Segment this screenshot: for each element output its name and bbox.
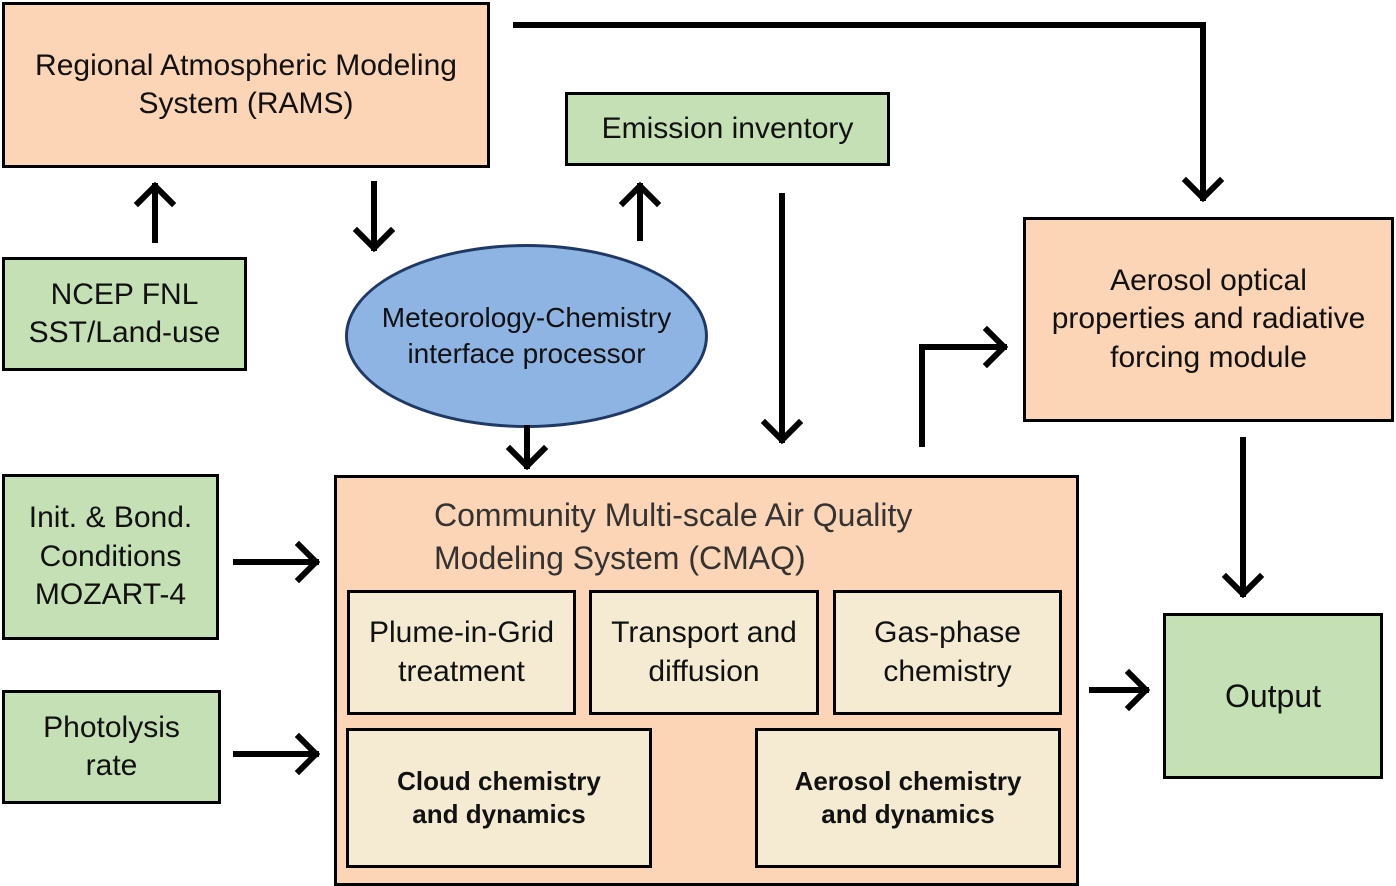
photolysis-label: Photolysis rate	[43, 710, 180, 782]
arrow-aerosol-optical-to-output	[1221, 437, 1265, 599]
arrow-cmaq-to-output	[1089, 668, 1151, 712]
cmaq-title: Community Multi-scale Air Quality Modeli…	[434, 497, 913, 577]
rams-label: Regional Atmospheric Modeling System (RA…	[35, 48, 457, 120]
plume-in-grid-box: Plume-in-Grid treatment	[347, 590, 576, 715]
aerosol-chemistry-box: Aerosol chemistry and dynamics	[755, 728, 1061, 868]
emission-inventory-box: Emission inventory	[565, 92, 890, 166]
rams-box: Regional Atmospheric Modeling System (RA…	[2, 2, 490, 168]
init-bond-box: Init. & Bond. Conditions MOZART-4	[2, 474, 219, 640]
ncep-label: NCEP FNL SST/Land-use	[28, 277, 221, 349]
plume-in-grid-label: Plume-in-Grid treatment	[368, 616, 555, 688]
gas-phase-box: Gas-phase chemistry	[833, 590, 1062, 715]
arrow-emission-to-cmaq	[760, 193, 804, 445]
output-box: Output	[1163, 613, 1383, 779]
ncep-box: NCEP FNL SST/Land-use	[2, 257, 247, 371]
arrow-photolysis-to-cmaq	[233, 732, 321, 776]
mcip-label: Meteorology-Chemistry interface processo…	[381, 301, 672, 369]
aerosol-optical-box: Aerosol optical properties and radiative…	[1023, 217, 1394, 422]
arrow-ncep-to-rams	[133, 181, 177, 243]
emission-inventory-label: Emission inventory	[601, 111, 854, 145]
output-label: Output	[1224, 677, 1322, 714]
cloud-chemistry-box: Cloud chemistry and dynamics	[346, 728, 652, 868]
cloud-chemistry-label: Cloud chemistry and dynamics	[397, 765, 601, 829]
transport-diffusion-box: Transport and diffusion	[589, 590, 819, 715]
aerosol-chemistry-label: Aerosol chemistry and dynamics	[794, 765, 1022, 829]
arrow-mcip-to-cmaq	[505, 425, 549, 471]
arrow-init-bond-to-cmaq	[233, 540, 321, 584]
gas-phase-label: Gas-phase chemistry	[874, 616, 1021, 688]
arrow-cmaq-to-aerosol-optical	[919, 325, 1009, 447]
transport-diffusion-label: Transport and diffusion	[611, 616, 797, 688]
arrow-rams-to-aerosol-optical	[513, 22, 1225, 203]
arrow-rams-to-mcip	[352, 181, 396, 253]
init-bond-label: Init. & Bond. Conditions MOZART-4	[28, 501, 193, 612]
photolysis-box: Photolysis rate	[2, 690, 221, 804]
aerosol-optical-label: Aerosol optical properties and radiative…	[1051, 263, 1366, 374]
arrow-mcip-to-emission	[618, 181, 662, 241]
